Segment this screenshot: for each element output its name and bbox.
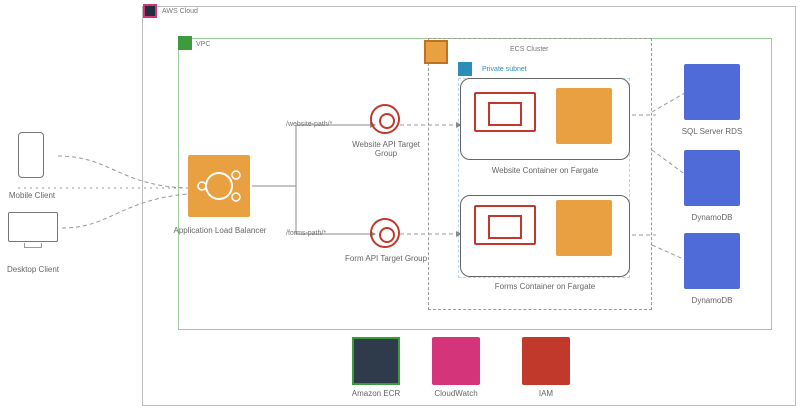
target-inner-ring: [379, 113, 395, 129]
subnet-icon: [458, 62, 472, 76]
fargate-icon: [556, 200, 612, 256]
desktop-client-label: Desktop Client: [6, 265, 60, 274]
dynamodb-label-2: DynamoDB: [691, 296, 733, 305]
ecr-icon: [352, 337, 400, 385]
iam-label: IAM: [538, 389, 554, 398]
dynamodb-label-1: DynamoDB: [691, 213, 733, 222]
rds-database-icon: [684, 64, 740, 120]
ecs-icon: [424, 40, 448, 64]
fargate-icon: [556, 88, 612, 144]
ecs-cluster-group: [428, 38, 652, 310]
container-icon: [474, 92, 536, 132]
mobile-client-label: Mobile Client: [8, 191, 56, 200]
ecr-label: Amazon ECR: [351, 389, 401, 398]
cloudwatch-label: CloudWatch: [434, 389, 478, 398]
load-balancer-icon: [188, 155, 250, 217]
aws-cloud-label: AWS Cloud: [162, 8, 198, 15]
load-balancer-glyph: [197, 170, 241, 202]
vpc-icon: [178, 36, 192, 50]
target-inner-ring: [379, 227, 395, 243]
subnet-label: Private subnet: [482, 66, 527, 73]
container-icon: [474, 205, 536, 245]
website-route-label: /website-path/*: [286, 121, 333, 128]
forms-route-label: /forms-path/*: [286, 230, 327, 237]
desktop-stand-icon: [24, 243, 42, 248]
rds-label: SQL Server RDS: [681, 127, 743, 136]
dynamodb-icon: [684, 150, 740, 206]
alb-label: Application Load Balancer: [173, 226, 267, 235]
target-group-website-icon: [370, 104, 400, 134]
aws-cloud-group: [142, 6, 796, 406]
container-inner-icon: [488, 102, 522, 126]
forms-service-label: Forms Container on Fargate: [494, 282, 596, 291]
dynamodb-icon: [684, 233, 740, 289]
iam-icon: [522, 337, 570, 385]
vpc-label: VPC: [196, 41, 211, 48]
container-inner-icon: [488, 215, 522, 239]
target-group-forms-label: Form API Target Group: [344, 254, 428, 263]
ecs-cluster-label: ECS Cluster: [510, 46, 549, 53]
mobile-phone-icon: [18, 132, 44, 178]
target-group-forms-icon: [370, 218, 400, 248]
target-group-website-label: Website API Target Group: [352, 140, 420, 158]
cloudwatch-icon: [432, 337, 480, 385]
aws-cloud-icon: [143, 4, 157, 18]
website-service-label: Website Container on Fargate: [491, 166, 599, 175]
desktop-monitor-icon: [8, 212, 58, 242]
